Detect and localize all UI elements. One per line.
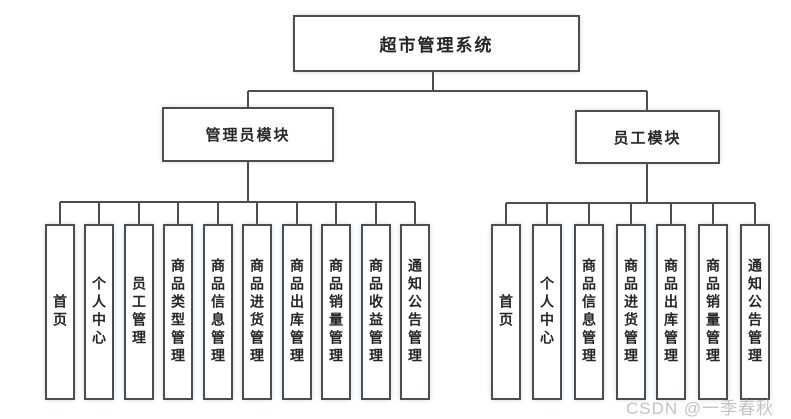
leaf-label: 首页	[52, 294, 68, 330]
module-node-admin: 管理员模块	[162, 107, 334, 162]
leaf-node-admin-home: 首页	[45, 224, 75, 400]
leaf-node-staff-home: 首页	[491, 224, 521, 400]
leaf-label: 首页	[498, 294, 514, 330]
leaf-node-admin-product-revenue-mgmt: 商品收益管理	[361, 224, 391, 400]
leaf-node-admin-product-info-mgmt: 商品信息管理	[203, 224, 233, 400]
leaf-node-admin-product-sales-mgmt: 商品销量管理	[321, 224, 351, 400]
leaf-node-staff-product-info-mgmt: 商品信息管理	[574, 224, 604, 400]
leaf-node-admin-employee-mgmt: 员工管理	[124, 224, 154, 400]
leaf-label: 员工管理	[131, 276, 147, 348]
leaf-label: 商品收益管理	[368, 258, 384, 366]
leaf-label: 个人中心	[539, 276, 555, 348]
leaf-label: 商品进货管理	[623, 258, 639, 366]
leaf-label: 商品销量管理	[328, 258, 344, 366]
leaf-label: 通知公告管理	[747, 258, 763, 366]
leaf-node-admin-product-purchase-mgmt: 商品进货管理	[242, 224, 272, 400]
leaf-label: 商品类型管理	[170, 258, 186, 366]
leaf-label: 商品进货管理	[249, 258, 265, 366]
leaf-node-staff-product-sales-mgmt: 商品销量管理	[698, 224, 728, 400]
leaf-label: 个人中心	[91, 276, 107, 348]
leaf-label: 商品信息管理	[581, 258, 597, 366]
leaf-node-admin-personal-center: 个人中心	[84, 224, 114, 400]
leaf-label: 商品出库管理	[663, 258, 679, 366]
leaf-node-staff-notice-mgmt: 通知公告管理	[740, 224, 770, 400]
root-node-system: 超市管理系统	[293, 15, 580, 72]
leaf-node-staff-product-outbound-mgmt: 商品出库管理	[656, 224, 686, 400]
leaf-node-admin-product-outbound-mgmt: 商品出库管理	[282, 224, 312, 400]
leaf-label: 通知公告管理	[407, 258, 423, 366]
module-node-staff: 员工模块	[575, 110, 720, 164]
leaf-node-admin-product-type-mgmt: 商品类型管理	[163, 224, 193, 400]
leaf-node-staff-product-purchase-mgmt: 商品进货管理	[616, 224, 646, 400]
leaf-label: 商品信息管理	[210, 258, 226, 366]
leaf-label: 商品出库管理	[289, 258, 305, 366]
leaf-node-admin-notice-mgmt: 通知公告管理	[400, 224, 430, 400]
leaf-node-staff-personal-center: 个人中心	[532, 224, 562, 400]
csdn-watermark: CSDN @一季春秋	[626, 399, 775, 418]
leaf-label: 商品销量管理	[705, 258, 721, 366]
